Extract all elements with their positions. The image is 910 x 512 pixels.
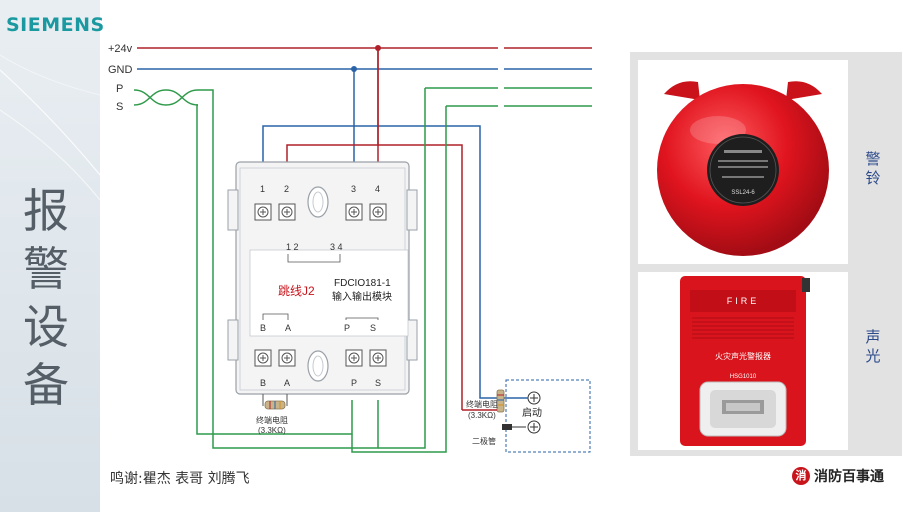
module-model: FDCIO181-1 (334, 278, 391, 289)
strobe-label: 声光 (865, 328, 881, 365)
bell-model: SSL24-6 (731, 190, 755, 196)
bell-image: SSL24-6 (657, 81, 829, 256)
left-panel: SIEMENS 报警设备 (0, 0, 104, 512)
bell-label: 警铃 (865, 150, 881, 187)
fire-extinguisher-icon: 消 (792, 467, 810, 485)
terminal-label-4: 4 (375, 184, 380, 194)
bus-label-24v: +24v (108, 43, 133, 55)
strobe-name: 火灾声光警报器 (715, 351, 771, 361)
inner-label-12: 1 2 (286, 242, 299, 252)
jumper-label: 跳线J2 (278, 284, 315, 298)
strobe-fire-text: FIRE (727, 296, 760, 306)
wire-24v-side (378, 144, 463, 410)
inner-bracket-top (287, 254, 341, 263)
bus-label-s: S (116, 101, 123, 113)
diode-label: 二极管 (472, 436, 496, 446)
start-label: 启动 (522, 406, 542, 419)
bell-mount-left (664, 81, 700, 100)
wire-p-up (378, 88, 426, 449)
device-panel: SSL24-6 警铃 FIRE 火灾声光警报器 HSG1010 (630, 52, 902, 456)
credits: 鸣谢:瞿杰 表哥 刘腾飞 (110, 471, 250, 487)
strobe-image: FIRE 火灾声光警报器 HSG1010 (680, 276, 810, 446)
s-twist (133, 89, 199, 106)
inner-label-34: 3 4 (330, 242, 343, 252)
inner-label-p: P (344, 323, 350, 333)
terminal-label-s: S (375, 378, 381, 388)
left-panel-decor (0, 54, 100, 201)
terminal-label-1: 1 (260, 184, 265, 194)
side-resistor (496, 389, 505, 413)
side-resistor-label-1: 终端电阻 (466, 399, 498, 409)
wire-p-loop (198, 89, 379, 449)
strobe-card: FIRE 火灾声光警报器 HSG1010 (638, 272, 848, 450)
footer-brand: 消 消防百事通 (792, 466, 884, 486)
line-breaks (498, 46, 504, 108)
start-button-upper (527, 391, 541, 405)
inner-label-s: S (370, 323, 376, 333)
siemens-logo: SIEMENS (6, 14, 105, 36)
footer-brand-name: 消防百事通 (814, 469, 884, 485)
terminal-label-2: 2 (284, 184, 289, 194)
module-resistor (262, 394, 288, 410)
module-name: 输入输出模块 (332, 290, 392, 303)
inner-label-a: A (285, 323, 291, 333)
bus-label-p: P (116, 83, 123, 95)
module-resistor-label-2: (3.3KΩ) (258, 426, 286, 435)
terminal-label-3: 3 (351, 184, 356, 194)
wire-gnd-t1 (262, 69, 355, 168)
side-resistor-label-2: (3.3KΩ) (468, 411, 496, 420)
top-terminal-screws (254, 203, 387, 221)
terminal-label-p: P (351, 378, 357, 388)
inner-bracket-ps (345, 317, 379, 320)
terminal-label-a: A (284, 378, 290, 388)
bottom-terminal-screws (254, 349, 387, 367)
wiring-diagram: +24v GND P S (108, 43, 592, 453)
terminal-label-b: B (260, 378, 266, 388)
inner-bracket-ba (262, 313, 289, 320)
start-button-lower (527, 420, 541, 434)
diode (502, 424, 512, 430)
wire-s-loop (196, 104, 353, 435)
wire-s-up (351, 106, 447, 453)
wire-24v-t2 (286, 48, 379, 168)
inner-label-b: B (260, 323, 266, 333)
p-twist (133, 89, 199, 106)
bell-card: SSL24-6 (638, 60, 848, 264)
start-circuit-box (505, 379, 591, 453)
strobe-model: HSG1010 (730, 374, 757, 380)
slide-title: 报警设备 (23, 184, 69, 412)
io-module: 1 2 3 4 B A P S 1 2 3 4 B A P S 跳线J2 FDC… (227, 161, 418, 395)
strobe-grille (692, 317, 794, 339)
wire-gnd-side (354, 125, 508, 399)
bus-label-gnd: GND (108, 64, 133, 76)
module-resistor-label-1: 终端电阻 (256, 415, 288, 425)
bell-mount-right (786, 81, 822, 100)
